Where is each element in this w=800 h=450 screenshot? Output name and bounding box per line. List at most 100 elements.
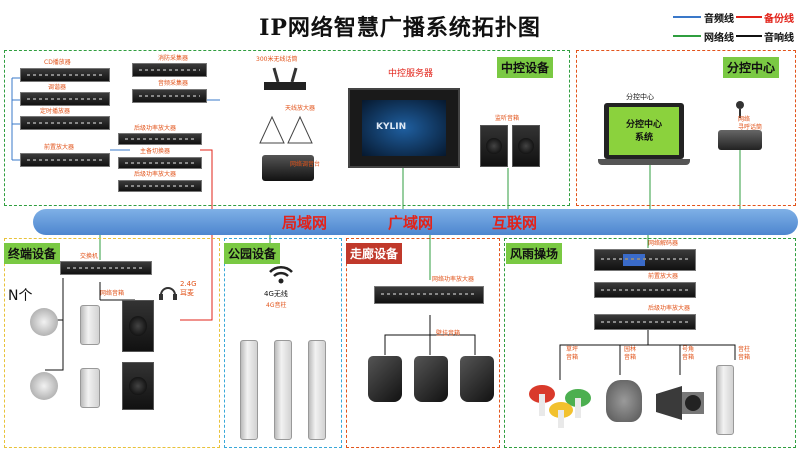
corridor-amp-label: 网络功率放大器	[432, 276, 475, 283]
pg-rear-amp-label: 后级功率放大器	[648, 305, 691, 312]
wifi-icon	[268, 264, 294, 284]
horn-speaker-icon	[652, 380, 710, 426]
tuner	[20, 92, 110, 106]
garden-rock-speaker	[606, 380, 642, 422]
network-switch	[60, 261, 152, 275]
branch-region	[576, 50, 796, 206]
legend-backup-label: 备份线	[764, 14, 794, 25]
lawn-speaker-label-1: 草坪	[566, 346, 579, 353]
wireless-mic-icon	[262, 66, 308, 92]
pg-column-speaker	[716, 365, 734, 435]
laptop-text-2: 系统	[634, 133, 653, 143]
legend-audio-label: 音频线	[704, 14, 734, 25]
branch-center-label: 分控中心	[626, 93, 654, 101]
playground-region-title: 风雨操场	[506, 243, 563, 264]
legend-network-swatch	[673, 35, 701, 37]
wall-speaker-3	[460, 356, 494, 402]
cd-player	[20, 68, 110, 82]
park-region-title: 公园设备	[224, 243, 281, 264]
fire-collector-label: 消防采集器	[158, 55, 189, 62]
wall-speaker-1	[368, 356, 402, 402]
monitor-speaker-right	[512, 125, 540, 167]
cd-player-label: CD播放器	[44, 59, 71, 66]
decoder-label: 网络解码器	[648, 240, 679, 247]
column-speaker-label-1: 音柱	[738, 346, 751, 353]
bus-lan-label: 局域网	[282, 214, 328, 232]
timer-player-label: 定时播放器	[40, 108, 71, 115]
column-speaker-1	[240, 340, 258, 440]
bus-wan-label: 广域网	[388, 214, 434, 232]
branch-region-title: 分控中心	[723, 57, 780, 78]
switch-label: 交换机	[80, 253, 99, 260]
horn-speaker-label-2: 音箱	[682, 354, 695, 361]
antenna-icon	[256, 113, 316, 147]
garden-speaker-label-2: 音箱	[624, 354, 637, 361]
ceiling-speaker-2	[30, 372, 58, 400]
paging-mic-label-1: 网络	[738, 116, 751, 123]
preamp	[20, 153, 110, 167]
preamp-label: 前置放大器	[44, 144, 75, 151]
paging-mic-base	[718, 130, 762, 150]
legend-backup-swatch	[736, 16, 762, 18]
lawn-speaker-label-2: 音箱	[566, 354, 579, 361]
laptop-screen: 分控中心 系统	[609, 107, 679, 155]
paging-mic-label-2: 寻呼话筒	[738, 124, 763, 131]
server-label: 中控服务器	[388, 69, 434, 79]
central-server: KYLIN	[348, 88, 460, 168]
laptop: 分控中心 系统	[604, 103, 684, 159]
central-region-title: 中控设备	[497, 57, 554, 78]
wifi-label-1: 4G无线	[264, 290, 288, 298]
antenna-amp-label: 天线放大器	[285, 105, 316, 112]
park-region	[224, 238, 342, 448]
wall-column-speaker-2	[80, 368, 100, 408]
network-bus	[33, 209, 798, 235]
column-speaker-2	[274, 340, 292, 440]
laptop-base	[598, 159, 690, 165]
column-speaker-label-2: 音箱	[738, 354, 751, 361]
headset-label-1: 2.4G	[180, 280, 197, 288]
master-backup-switch	[118, 157, 202, 169]
lawn-speakers-icon	[528, 380, 598, 430]
audio-lines	[11, 77, 220, 161]
active-speaker-2	[122, 362, 154, 410]
network-console-icon	[262, 155, 314, 181]
audio-collector	[132, 89, 207, 103]
corridor-region-title: 走廊设备	[346, 243, 403, 264]
active-speaker-1	[122, 300, 154, 352]
terminal-region-title: 终端设备	[4, 243, 61, 264]
timer-player	[20, 116, 110, 130]
server-screen: KYLIN	[362, 100, 446, 156]
horn-speaker-label-1: 号角	[682, 346, 695, 353]
monitor-speaker-label: 监听音箱	[495, 115, 520, 122]
legend-speaker-swatch	[736, 35, 762, 37]
wall-speaker-label: 壁挂音箱	[436, 330, 461, 337]
tuner-label: 调谐器	[48, 84, 67, 91]
headset-label-2: 耳麦	[180, 289, 194, 297]
bus-internet-label: 互联网	[492, 214, 538, 232]
rear-amp-2	[118, 180, 202, 192]
corridor-amp	[374, 286, 484, 304]
playground-region	[504, 238, 796, 448]
rear-amp-1-label: 后级功率放大器	[134, 125, 177, 132]
headset-icon	[158, 283, 178, 303]
network-speaker-label: 网络音箱	[100, 290, 125, 297]
central-region	[4, 50, 570, 206]
diagram-title: IP网络智慧广播系统拓扑图	[259, 15, 541, 41]
monitor-speaker-left	[480, 125, 508, 167]
audio-collector-label: 音频采集器	[158, 80, 189, 87]
laptop-text-1: 分控中心	[625, 120, 662, 130]
wifi-label-2: 4G音柱	[266, 302, 287, 309]
server-brand: KYLIN	[376, 122, 407, 132]
wall-column-speaker-1	[80, 305, 100, 345]
corridor-region	[346, 238, 500, 448]
legend-network-label: 网络线	[704, 33, 734, 44]
wireless-mic-label: 300米无线话筒	[256, 56, 298, 63]
wall-speaker-2	[414, 356, 448, 402]
network-decoder	[594, 249, 696, 271]
master-backup-switch-label: 主备切换器	[140, 148, 171, 155]
backup-lines	[180, 149, 213, 321]
playground-rear-amp	[594, 314, 696, 330]
fire-collector	[132, 63, 207, 77]
